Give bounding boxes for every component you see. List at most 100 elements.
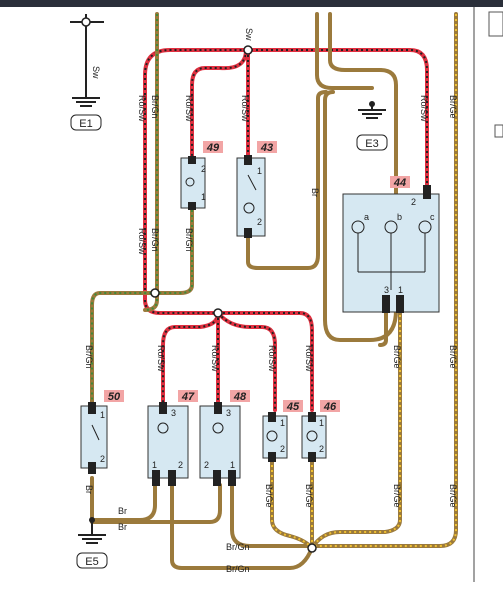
component-47-pin-1: 1 — [152, 460, 157, 470]
component-48-pin-top: 3 — [226, 408, 231, 418]
component-46-pin-top: 1 — [319, 418, 324, 428]
junction-e1 — [81, 17, 91, 27]
component-46-number: 46 — [323, 401, 337, 413]
wire-label-rosw-b: Ro/Sw — [184, 95, 194, 122]
wire-label-brgn-49-low: Br/Gn — [184, 228, 194, 252]
component-49-tag — [203, 141, 223, 153]
component-49-pin-bottom: 1 — [201, 192, 206, 202]
component-47-number: 47 — [181, 391, 195, 403]
component-45-pin-bottom: 2 — [280, 444, 285, 454]
wire-label-brge-right-low: Br/Ge — [448, 345, 458, 369]
component-47: 47 3 1 2 — [147, 390, 198, 486]
component-50-pin-bottom: 2 — [100, 454, 105, 464]
wire-label-brge-44: Br/Ge — [392, 345, 402, 369]
wire-brge-44-stripe — [311, 300, 401, 549]
component-48-tag — [230, 390, 250, 402]
ground-e3: E3 — [356, 104, 388, 151]
component-49-pin-top: 2 — [201, 164, 206, 174]
wire-label-rosw-46: Ro/Sw — [304, 345, 314, 372]
ground-label-e1: E1 — [79, 118, 92, 130]
component-44-number: 44 — [393, 177, 406, 189]
component-47-pin-top: 3 — [171, 408, 176, 418]
wire-label-br-mid: Br — [310, 188, 320, 197]
wire-rosw-left-stripe — [144, 49, 246, 300]
wire-brge-45-stripe — [271, 460, 313, 549]
wire-label-brgn-bottom-a: Br/Gn — [226, 542, 250, 552]
top-bar — [0, 0, 503, 7]
wire-brgn-main-stripe — [144, 14, 158, 311]
wire-rosw-46-stripe — [218, 312, 313, 410]
component-45-pin-top: 1 — [280, 418, 285, 428]
component-44-pin-top: 2 — [411, 197, 416, 207]
wire-brge-right-stripe — [312, 14, 457, 547]
wire-brgn-bottom-a — [230, 483, 314, 548]
wire-rosw-right — [244, 48, 429, 192]
wire-label-brge-44-low: Br/Ge — [392, 484, 402, 508]
junction-e5 — [89, 517, 95, 523]
junction-mid — [213, 308, 223, 318]
component-44-lamp-b: b — [397, 212, 402, 222]
wire-rosw-45-stripe — [217, 312, 276, 410]
component-44-pin-1: 1 — [398, 285, 403, 295]
wire-label-sw-top: Sw — [244, 28, 254, 41]
wire-label-brge-right-bottom: Br/Ge — [448, 484, 458, 508]
wire-label-brgn-bottom-b: Br/Gn — [226, 564, 250, 574]
component-44-tag — [390, 176, 410, 188]
component-50: 50 1 2 — [80, 390, 124, 474]
wire-label-brgn-left-low: Br/Gn — [150, 228, 160, 252]
component-44-lamp-a: a — [364, 212, 369, 222]
wire-brgn-bottom-b — [170, 483, 314, 570]
wire-label-brgn-a: Br/Gn — [150, 95, 160, 119]
wire-rosw-47-stripe — [162, 312, 219, 405]
component-50-tag — [104, 390, 124, 402]
junction-top — [243, 45, 253, 55]
component-49-number: 49 — [206, 142, 220, 154]
component-43-number: 43 — [260, 142, 273, 154]
wire-label-e1-sw: Sw — [91, 66, 101, 79]
component-45-tag — [283, 400, 303, 412]
wire-label-rosw-47: Ro/Sw — [156, 345, 166, 372]
wire-label-br-e5-b: Br — [118, 522, 127, 532]
component-48-pin-2: 2 — [204, 460, 209, 470]
wire-label-brge-45-low: Br/Ge — [264, 484, 274, 508]
component-43: 43 1 2 — [236, 141, 277, 238]
wire-br-43 — [246, 90, 328, 270]
wire-label-rosw-48: Ro/Sw — [210, 345, 220, 372]
component-46-pin-bottom: 2 — [319, 444, 324, 454]
wire-label-br-50-low: Br — [84, 485, 94, 494]
wire-br-e3-a — [315, 12, 374, 90]
wire-label-rosw-c: Ro/Sw — [240, 95, 250, 122]
edge-box-top — [488, 11, 503, 37]
wire-brgn-50-stripe — [91, 205, 193, 405]
component-49: 49 2 1 — [180, 141, 223, 210]
component-48-number: 48 — [233, 391, 247, 403]
component-43-pin-bottom: 2 — [257, 217, 262, 227]
component-43-pin-top: 1 — [257, 166, 262, 176]
component-47-tag — [178, 390, 198, 402]
component-44-pin-3: 3 — [384, 285, 389, 295]
junction-bottom — [307, 543, 317, 553]
edge-box-mid — [494, 124, 503, 138]
wire-rosw-right-stripe — [246, 49, 428, 190]
junction-left — [150, 288, 160, 298]
component-46-tag — [320, 400, 340, 412]
component-48-pin-1: 1 — [230, 460, 235, 470]
wire-labels: Sw Sw Ro/Sw Br/Gn Ro/Sw Ro/Sw Ro/Sw Br/G… — [84, 28, 458, 574]
ground-label-e5: E5 — [85, 556, 98, 568]
ground-label-e3: E3 — [365, 138, 378, 150]
component-46: 46 1 2 — [301, 400, 340, 462]
wire-rosw-49-stripe — [191, 49, 247, 160]
component-50-pin-top: 1 — [100, 410, 105, 420]
component-43-tag — [257, 141, 277, 153]
wire-label-rosw-d: Ro/Sw — [419, 95, 429, 122]
component-47-pin-2: 2 — [178, 460, 183, 470]
wire-br-e5-b — [90, 483, 222, 525]
wire-br-44 — [378, 298, 388, 347]
ground-e5: E5 — [76, 522, 108, 569]
component-45: 45 1 2 — [262, 400, 303, 462]
wire-label-brge-right: Br/Ge — [448, 95, 458, 119]
wire-label-br-e5-a: Br — [118, 506, 127, 516]
wire-label-rosw-left-low: Ro/Sw — [137, 228, 147, 255]
